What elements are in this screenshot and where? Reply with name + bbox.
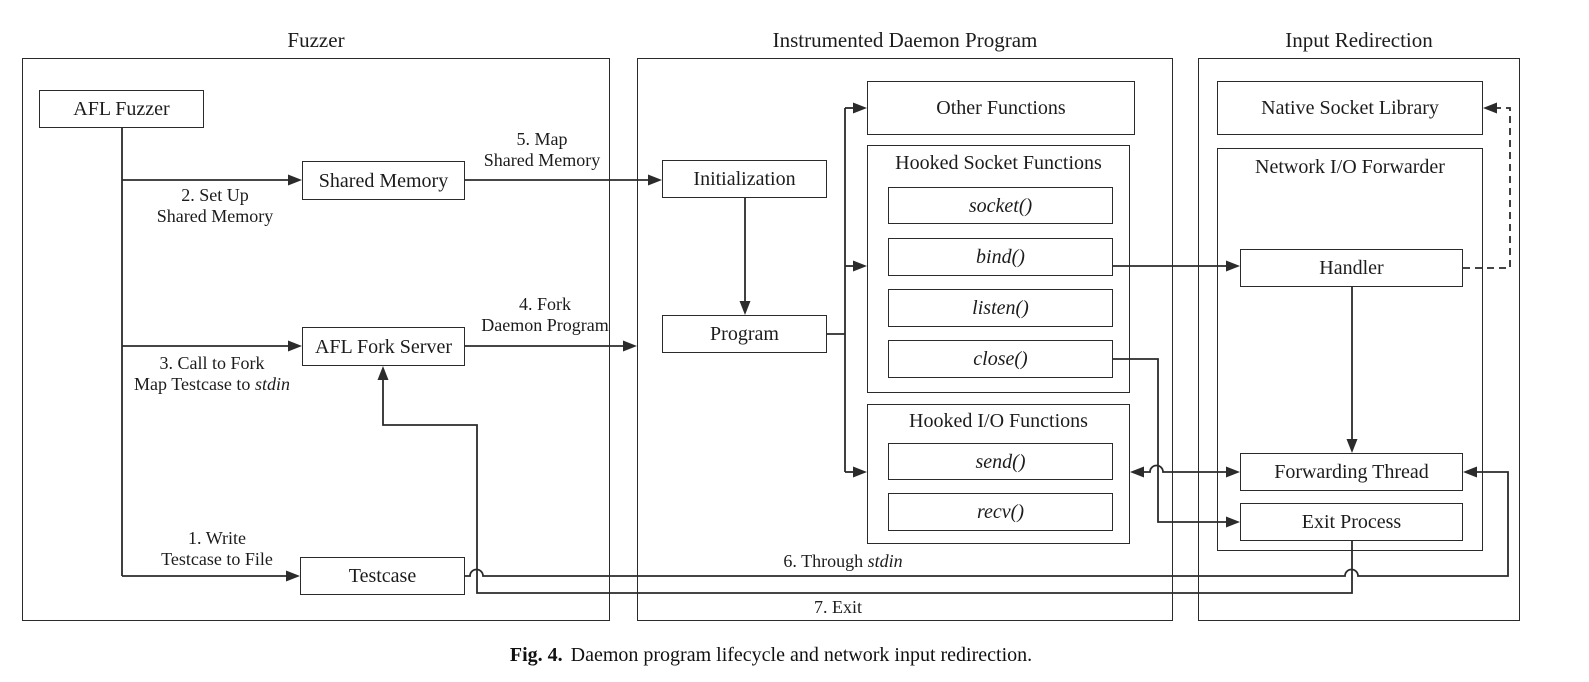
edge-label-5-map-shared-memory: 5. Map Shared Memory <box>484 129 600 171</box>
edge-label-2-line2: Shared Memory <box>156 206 274 226</box>
hooked-io-functions-title: Hooked I/O Functions <box>909 410 1088 432</box>
listen-fn-box: listen() <box>888 289 1113 327</box>
edge-label-5-line1: 5. Map <box>516 129 568 149</box>
edge-label-4-line2: Daemon Program <box>481 315 609 335</box>
shared-memory-box: Shared Memory <box>302 161 465 200</box>
edge-label-3-call-to-fork: 3. Call to Fork Map Testcase to stdin <box>134 353 290 395</box>
edge-label-7-line: 7. Exit <box>814 597 862 617</box>
edge-label-4-line1: 4. Fork <box>518 294 571 314</box>
other-functions-box: Other Functions <box>867 81 1135 135</box>
edge-label-4-fork-daemon: 4. Fork Daemon Program <box>481 294 608 336</box>
figure-caption-text: Daemon program lifecycle and network inp… <box>570 644 1033 666</box>
network-io-forwarder-title: Network I/O Forwarder <box>1255 156 1445 178</box>
bind-fn-box: bind() <box>888 238 1113 276</box>
afl-fuzzer-box: AFL Fuzzer <box>39 90 204 128</box>
edge-label-2-setup-shared-memory: 2. Set Up Shared Memory <box>157 185 273 227</box>
edge-label-3-line1: 3. Call to Fork <box>159 353 265 373</box>
edge-label-7-exit: 7. Exit <box>814 597 862 618</box>
edge-label-1-line1: 1. Write <box>188 528 246 548</box>
native-socket-library-box: Native Socket Library <box>1217 81 1483 135</box>
edge-label-5-line2: Shared Memory <box>483 150 601 170</box>
edge-label-2-line1: 2. Set Up <box>181 185 249 205</box>
afl-fork-server-box: AFL Fork Server <box>302 327 465 366</box>
handler-box: Handler <box>1240 249 1463 287</box>
input-redirection-section-title: Input Redirection <box>1285 28 1433 52</box>
instrumented-daemon-section-title: Instrumented Daemon Program <box>772 28 1038 52</box>
edge-label-1-line2: Testcase to File <box>161 549 273 569</box>
close-fn-box: close() <box>888 340 1113 378</box>
figure-caption: Fig. 4. Daemon program lifecycle and netw… <box>510 644 1032 667</box>
edge-label-6-line: 6. Through stdin <box>783 551 903 571</box>
hooked-socket-functions-title: Hooked Socket Functions <box>895 152 1102 174</box>
edge-label-1-write-testcase: 1. Write Testcase to File <box>161 528 273 570</box>
edge-label-6-through-stdin: 6. Through stdin <box>783 551 902 572</box>
fuzzer-section-title: Fuzzer <box>287 28 345 52</box>
figure-caption-number: Fig. 4. <box>509 644 563 666</box>
socket-fn-box: socket() <box>888 187 1113 224</box>
edge-label-3-line2: Map Testcase to stdin <box>134 374 290 394</box>
testcase-box: Testcase <box>300 557 465 595</box>
forwarding-thread-box: Forwarding Thread <box>1240 453 1463 491</box>
recv-fn-box: recv() <box>888 493 1113 531</box>
initialization-box: Initialization <box>662 160 827 198</box>
exit-process-box: Exit Process <box>1240 503 1463 541</box>
send-fn-box: send() <box>888 443 1113 480</box>
program-box: Program <box>662 315 827 353</box>
